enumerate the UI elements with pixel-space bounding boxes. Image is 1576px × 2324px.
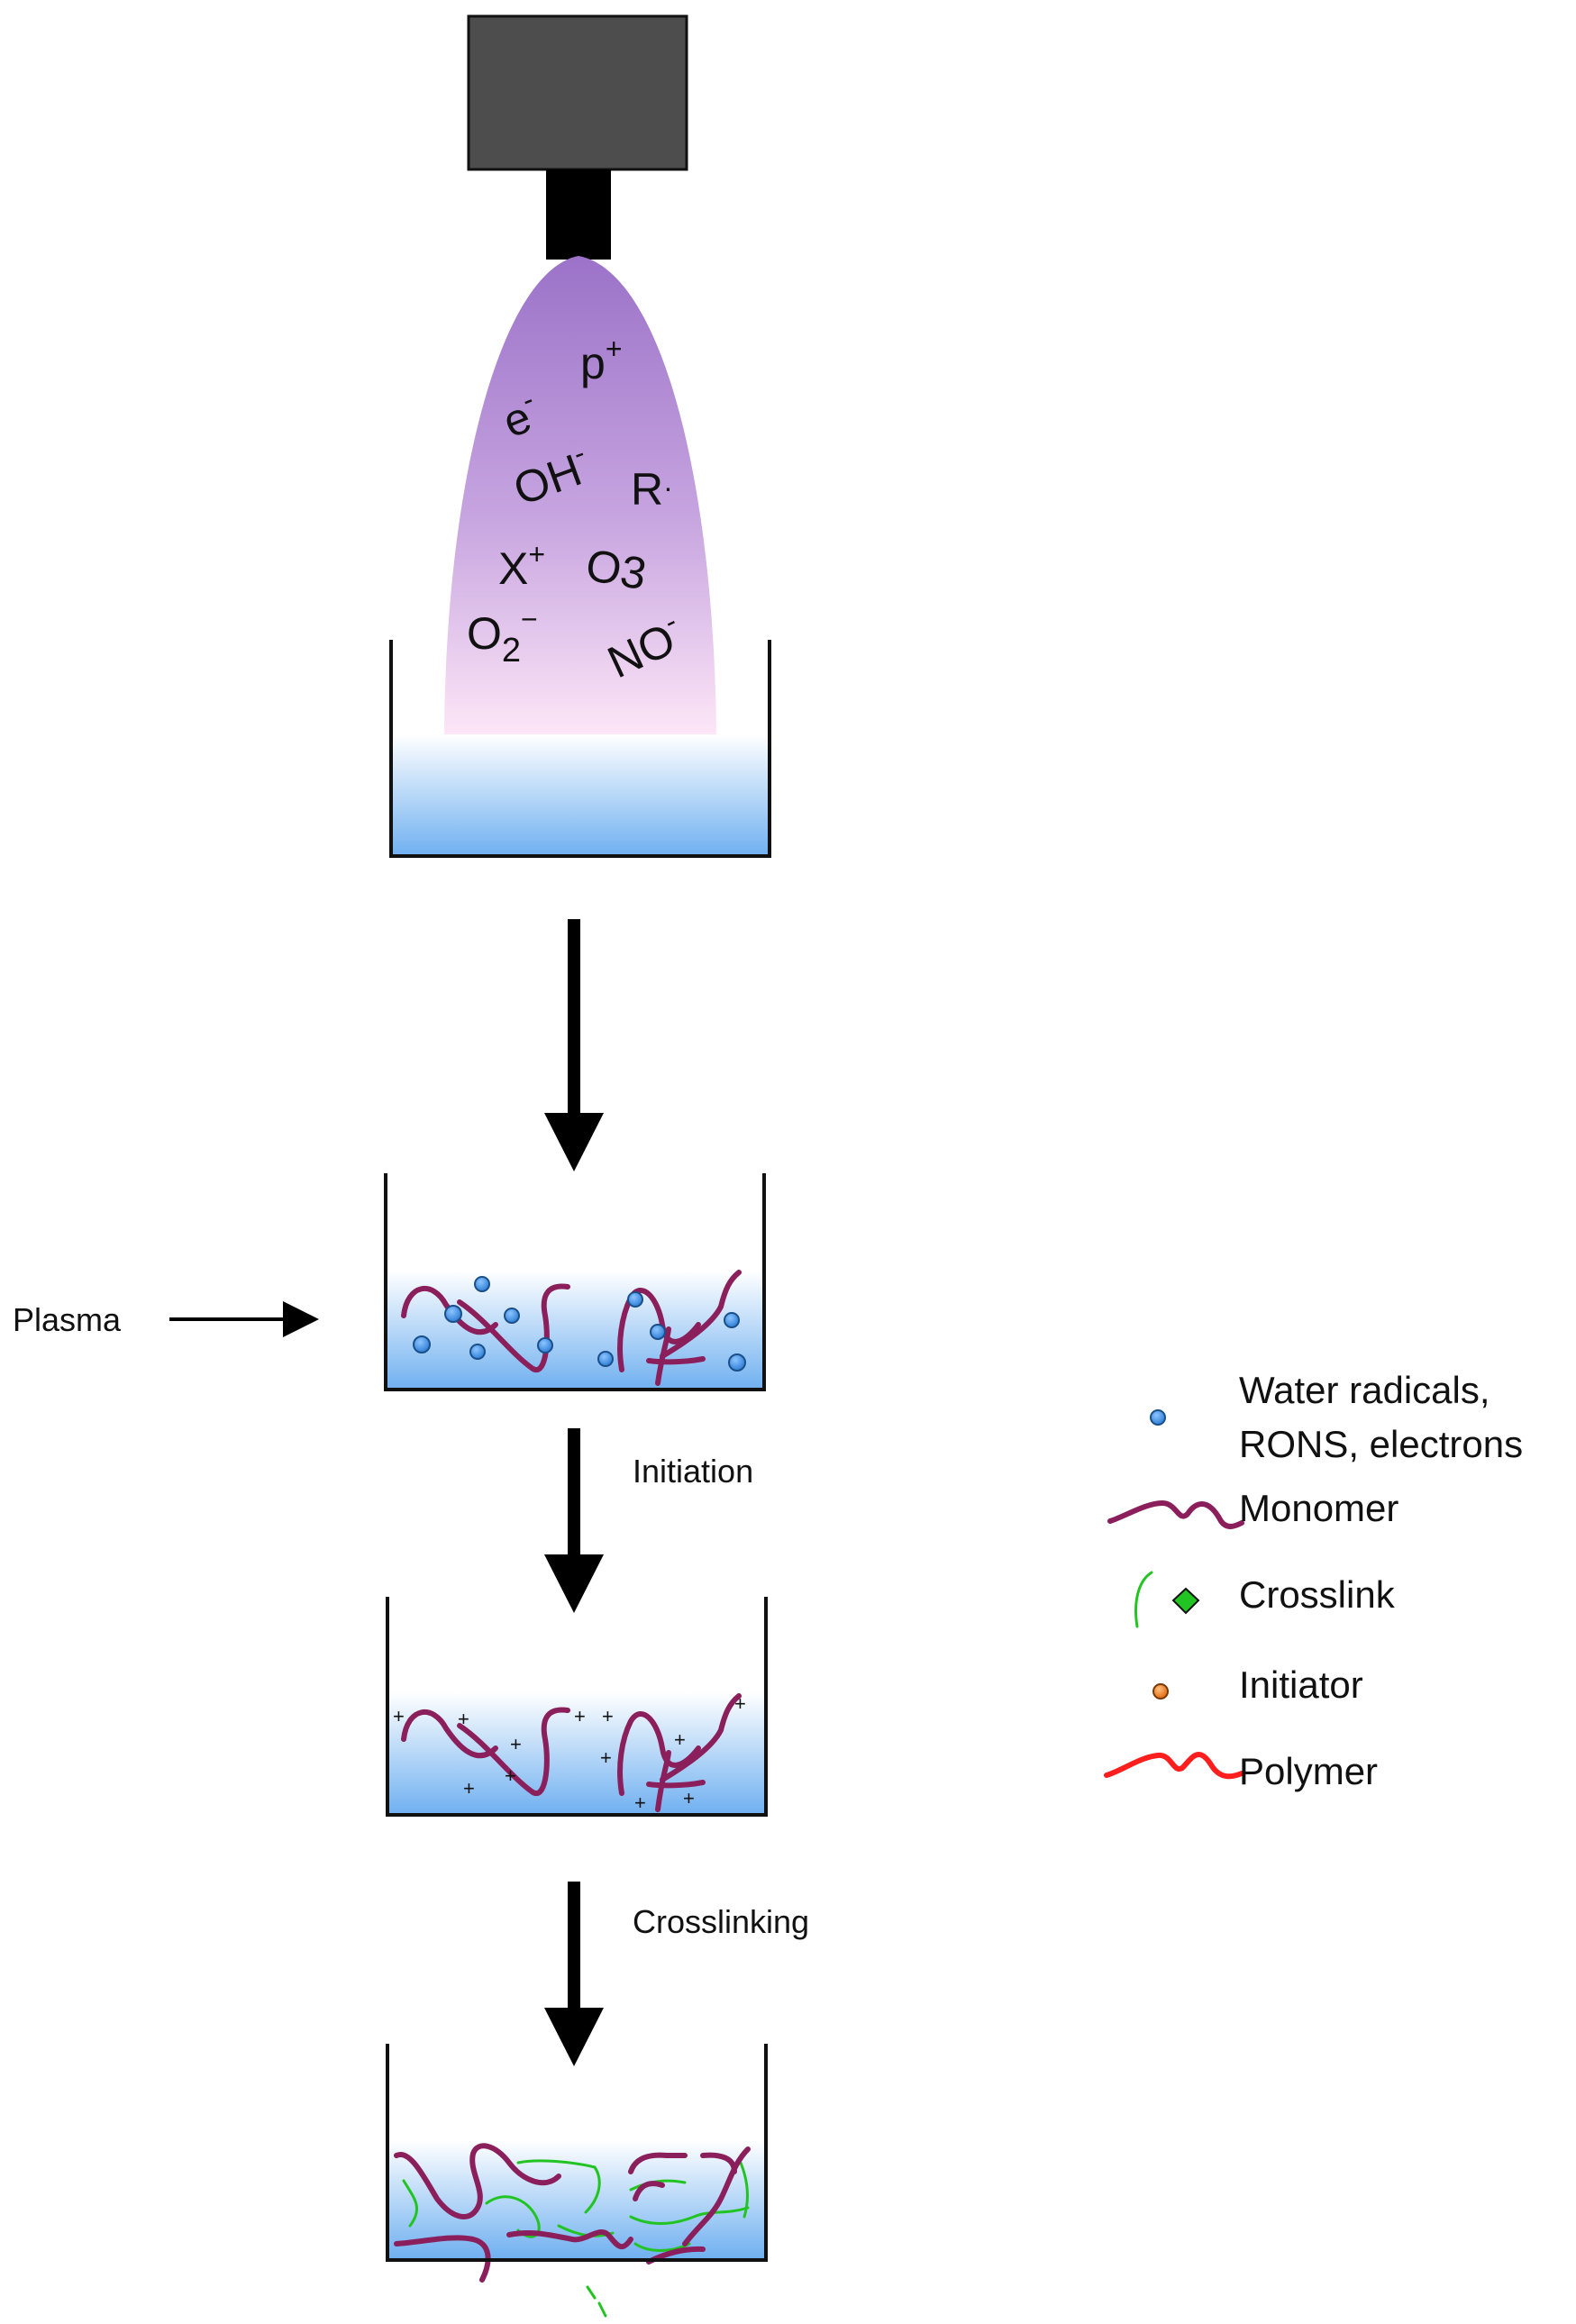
svg-text:+: + xyxy=(683,1787,695,1809)
device-body xyxy=(467,14,688,171)
svg-text:+: + xyxy=(505,1764,516,1787)
beaker-3-monomers xyxy=(401,1693,742,1812)
beaker-2-radicals xyxy=(413,1276,746,1372)
legend-crosslink-label: Crosslink xyxy=(1239,1573,1396,1616)
legend-crosslink-diamond-icon xyxy=(1171,1587,1200,1615)
svg-text:+: + xyxy=(510,1733,522,1755)
beaker-2 xyxy=(384,1173,766,1391)
legend-crosslink-icon xyxy=(1134,1571,1153,1628)
legend-initiator-icon xyxy=(1152,1683,1169,1700)
process-arrow-3 xyxy=(544,1882,604,2066)
species-p-plus: p+ xyxy=(580,333,623,388)
stray-crosslink-fragment xyxy=(586,2285,607,2318)
legend-water-radicals-line1: Water radicals, xyxy=(1239,1369,1490,1411)
plasma-label: Plasma xyxy=(13,1301,122,1338)
process-arrow-2 xyxy=(544,1428,604,1613)
plasma-device xyxy=(467,14,688,260)
svg-text:+: + xyxy=(458,1708,469,1730)
svg-text:+: + xyxy=(574,1705,586,1727)
beaker-2-monomers xyxy=(401,1270,742,1386)
legend-polymer-label: Polymer xyxy=(1239,1750,1378,1792)
species-x-plus: X+ xyxy=(498,538,545,594)
legend-water-radical-icon xyxy=(1150,1409,1166,1426)
svg-text:+: + xyxy=(674,1728,686,1751)
legend-monomer-label: Monomer xyxy=(1239,1487,1398,1529)
initiation-label: Initiation xyxy=(633,1453,753,1490)
svg-text:+: + xyxy=(393,1705,405,1727)
legend: Water radicals, RONS, electrons Monomer … xyxy=(1104,1369,1523,1792)
process-arrow-1 xyxy=(544,919,604,1171)
svg-text:+: + xyxy=(734,1692,746,1715)
beaker-3-charges: + + + + + + + + + + + + xyxy=(393,1692,746,1814)
svg-text:+: + xyxy=(634,1791,646,1814)
beaker-1 xyxy=(389,640,771,858)
beaker-4 xyxy=(386,2044,768,2262)
plasma-plume xyxy=(444,256,716,734)
crosslinking-label: Crosslinking xyxy=(633,1903,809,1940)
beaker-1-liquid xyxy=(391,734,770,856)
beaker-3 xyxy=(386,1597,768,1817)
svg-text:+: + xyxy=(463,1777,475,1800)
nozzle xyxy=(546,169,611,260)
legend-water-radicals-line2: RONS, electrons xyxy=(1239,1423,1523,1465)
svg-text:+: + xyxy=(602,1705,614,1727)
species-o3: O3 xyxy=(582,540,650,600)
svg-text:+: + xyxy=(600,1746,612,1769)
legend-monomer-icon xyxy=(1107,1499,1244,1529)
legend-polymer-icon xyxy=(1104,1752,1244,1780)
legend-initiator-label: Initiator xyxy=(1239,1663,1363,1706)
species-r-radical: R· xyxy=(631,464,673,515)
species-o2-minus: O2− xyxy=(467,603,538,670)
beaker-2-liquid xyxy=(386,1271,764,1390)
